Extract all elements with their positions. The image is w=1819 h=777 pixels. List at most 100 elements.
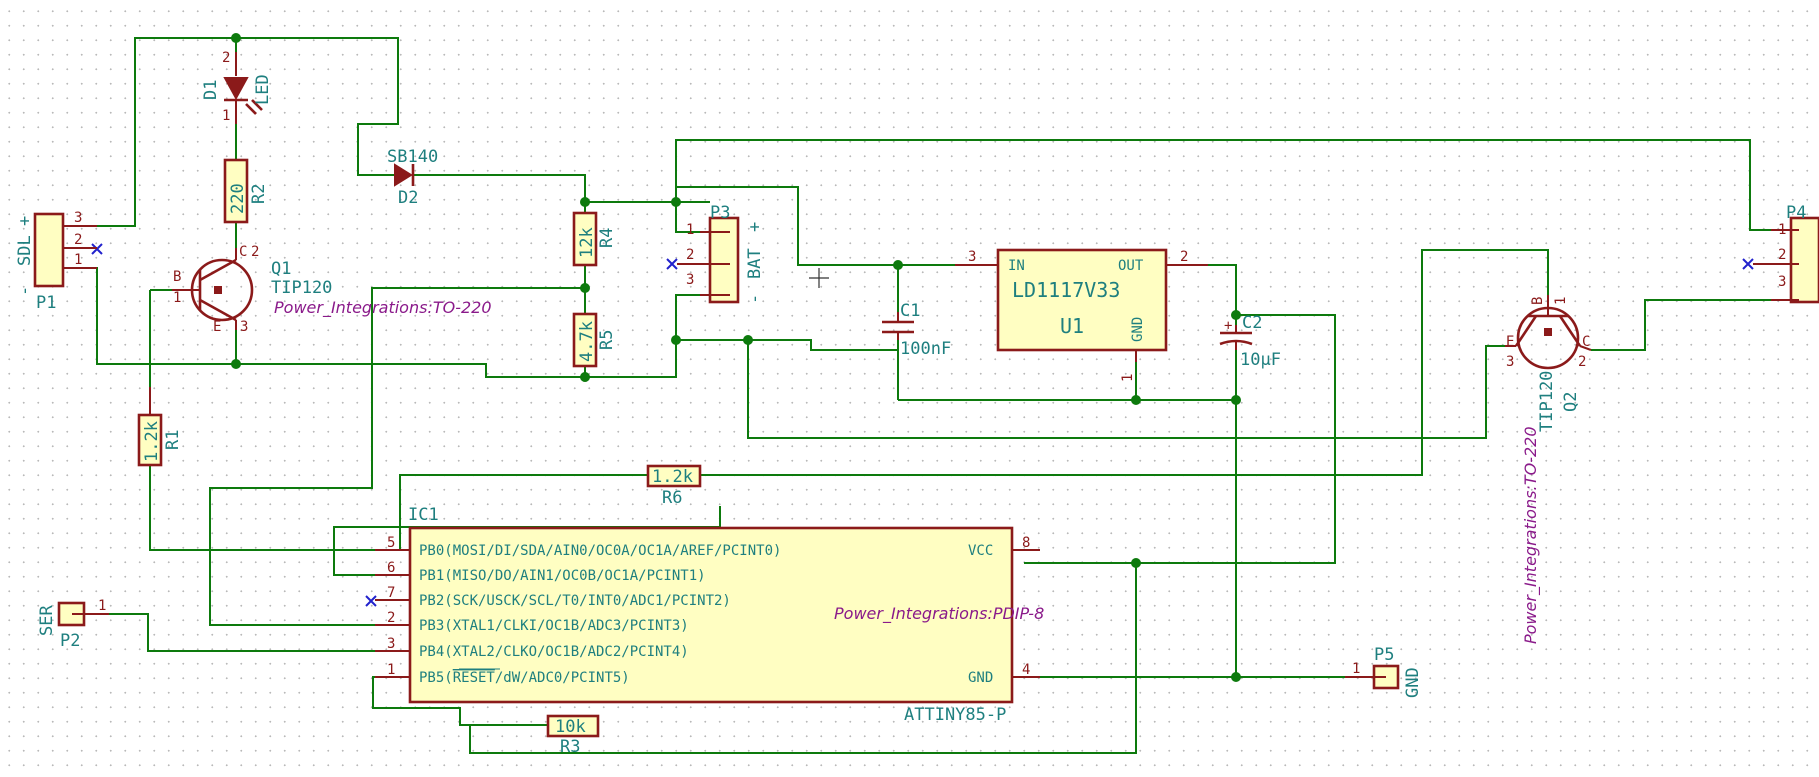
p2-pin-1: 1 [98, 598, 106, 614]
regulator-u1[interactable]: 3 2 1 IN OUT GND LD1117V33 U1 [955, 248, 1208, 382]
p3-pin-1: 1 [686, 222, 694, 238]
ic1-pin-pb0-name: PB0(MOSI/DI/SDA/AIN0/OC0A/OC1A/AREF/PCIN… [419, 543, 781, 559]
u1-pin-gnd: GND [1130, 317, 1146, 342]
wire-top-bus-p4 [675, 139, 1771, 231]
ic1-pin-pb1-name: PB1(MISO/DO/AIN1/OC0B/OC1A/PCINT1) [419, 568, 706, 584]
c1-value: 100nF [900, 339, 951, 359]
resistor-r6[interactable]: 1.2k R6 [646, 464, 702, 508]
p1-pin-1: 1 [74, 252, 82, 268]
ic1-pin-pb5-name: PB5(RESET/dW/ADC0/PCINT5) [419, 670, 630, 686]
wire-ser-pb4 [109, 613, 405, 652]
junction [1231, 310, 1241, 320]
junction [580, 197, 590, 207]
junction [893, 260, 903, 270]
p5-value: GND [1403, 667, 1423, 698]
c2-ref: C2 [1242, 313, 1262, 333]
capacitor-c1[interactable]: C1 100nF [882, 301, 951, 359]
c2-polarity: + [1224, 318, 1232, 334]
p2-ref: P2 [60, 631, 80, 651]
ic1-value: ATTINY85-P [904, 705, 1006, 725]
q2-pin-B: B [1530, 297, 1546, 305]
junction [1231, 395, 1241, 405]
wire-gnd-to-q2e [747, 340, 1505, 439]
r5-value: 4.7k [577, 321, 597, 362]
resistor-r1[interactable]: 1.2k R1 [137, 387, 183, 467]
r5-ref: R5 [597, 330, 617, 350]
wire-r1-pb0 [149, 465, 405, 551]
q1-pin-2: 2 [251, 244, 259, 260]
connector-p5[interactable]: 1 P5 GND [1345, 645, 1423, 698]
p1-value: SDL [15, 235, 35, 266]
connector-p2[interactable]: 1 SER P2 [37, 598, 109, 651]
wire-pb1 [333, 506, 721, 576]
p3-ref: P3 [710, 203, 730, 223]
ic1-package: Power_Integrations:PDIP-8 [834, 604, 1044, 624]
ic1-pin-8: 8 [1022, 535, 1030, 551]
d2-value: SB140 [387, 147, 438, 167]
capacitor-c2[interactable]: + C2 10µF [1219, 313, 1281, 370]
wire-3v3-vcc [1024, 314, 1336, 564]
p3-pin-2: 2 [686, 247, 694, 263]
r4-value: 12k [577, 227, 597, 258]
ic1-pin-7: 7 [387, 585, 395, 601]
q2-pin-2: 2 [1578, 354, 1586, 370]
d1-pin-2: 2 [222, 50, 230, 66]
junctions [231, 33, 1241, 682]
u1-pin-3: 3 [968, 249, 976, 265]
p4-pin-3: 3 [1778, 274, 1786, 290]
no-connect-p4-pin2 [1742, 258, 1754, 270]
p5-ref: P5 [1374, 645, 1394, 665]
p2-value: SER [37, 605, 57, 636]
d1-pin-1: 1 [222, 108, 230, 124]
q2-pin-E: E [1506, 334, 1514, 350]
q2-value: TIP120 [1537, 371, 1557, 432]
q1-pin-E: E [213, 319, 221, 335]
transistor-q2[interactable]: B E C 1 3 2 Q2 TIP120 Power_Integrations… [1505, 295, 1592, 644]
r4-ref: R4 [597, 228, 617, 248]
junction [231, 359, 241, 369]
diode-d2[interactable]: SB140 D2 [387, 147, 438, 208]
q1-value: TIP120 [271, 278, 332, 298]
d1-ref: D1 [201, 80, 221, 100]
ic1-pin-5: 5 [387, 535, 395, 551]
p1-pin-3: 3 [74, 210, 82, 226]
connector-p1[interactable]: 3 2 1 + SDL - P1 [15, 210, 97, 313]
ic1-pin-3: 3 [387, 636, 395, 652]
u1-pin-in: IN [1008, 258, 1025, 274]
d2-ref: D2 [398, 188, 418, 208]
ic1-pin-pb3-name: PB3(XTAL1/CLKI/OC1B/ADC3/PCINT3) [419, 618, 689, 634]
u1-pin-2: 2 [1180, 249, 1188, 265]
wire-regulator-out [1208, 264, 1237, 325]
transistor-q1[interactable]: B C E 1 2 3 Q1 TIP120 Power_Integrations… [172, 244, 492, 335]
led-d1[interactable]: 2 1 D1 LED [201, 50, 273, 124]
r6-ref: R6 [662, 488, 682, 508]
junction [671, 197, 681, 207]
connector-p3[interactable]: 1 2 3 P3 + BAT - [677, 203, 765, 304]
ic1-attiny85[interactable]: 5 6 7 2 3 1 8 4 PB0(MOSI/DI/SDA/AIN0/OC0… [375, 505, 1044, 725]
wire-adc-pb3 [209, 287, 585, 626]
resistor-r3[interactable]: 10k R3 [546, 714, 600, 757]
p4-pin-2: 2 [1778, 247, 1786, 263]
c1-ref: C1 [900, 301, 920, 321]
resistor-r2[interactable]: 220 R2 [223, 158, 269, 224]
u1-value: LD1117V33 [1012, 278, 1120, 302]
connector-p4[interactable]: 1 2 3 P4 [1753, 203, 1819, 304]
junction [1131, 395, 1141, 405]
wire-gnd-to-c1 [676, 339, 898, 351]
resistor-r4[interactable]: 12k R4 [572, 211, 617, 267]
d1-value: LED [253, 74, 273, 105]
wire-q2c-p4 [1591, 299, 1771, 351]
r1-ref: R1 [163, 430, 183, 450]
r1-value: 1.2k [142, 421, 162, 462]
ic1-pin-1: 1 [387, 662, 395, 678]
r2-value: 220 [228, 183, 248, 214]
ic1-pin-gnd-name: GND [968, 670, 993, 686]
p1-minus: - [15, 286, 35, 296]
ic1-ref: IC1 [408, 505, 439, 525]
ic1-pin-vcc-name: VCC [968, 543, 993, 559]
r3-ref: R3 [560, 737, 580, 757]
junction [580, 283, 590, 293]
resistor-r5[interactable]: 4.7k R5 [572, 312, 617, 368]
